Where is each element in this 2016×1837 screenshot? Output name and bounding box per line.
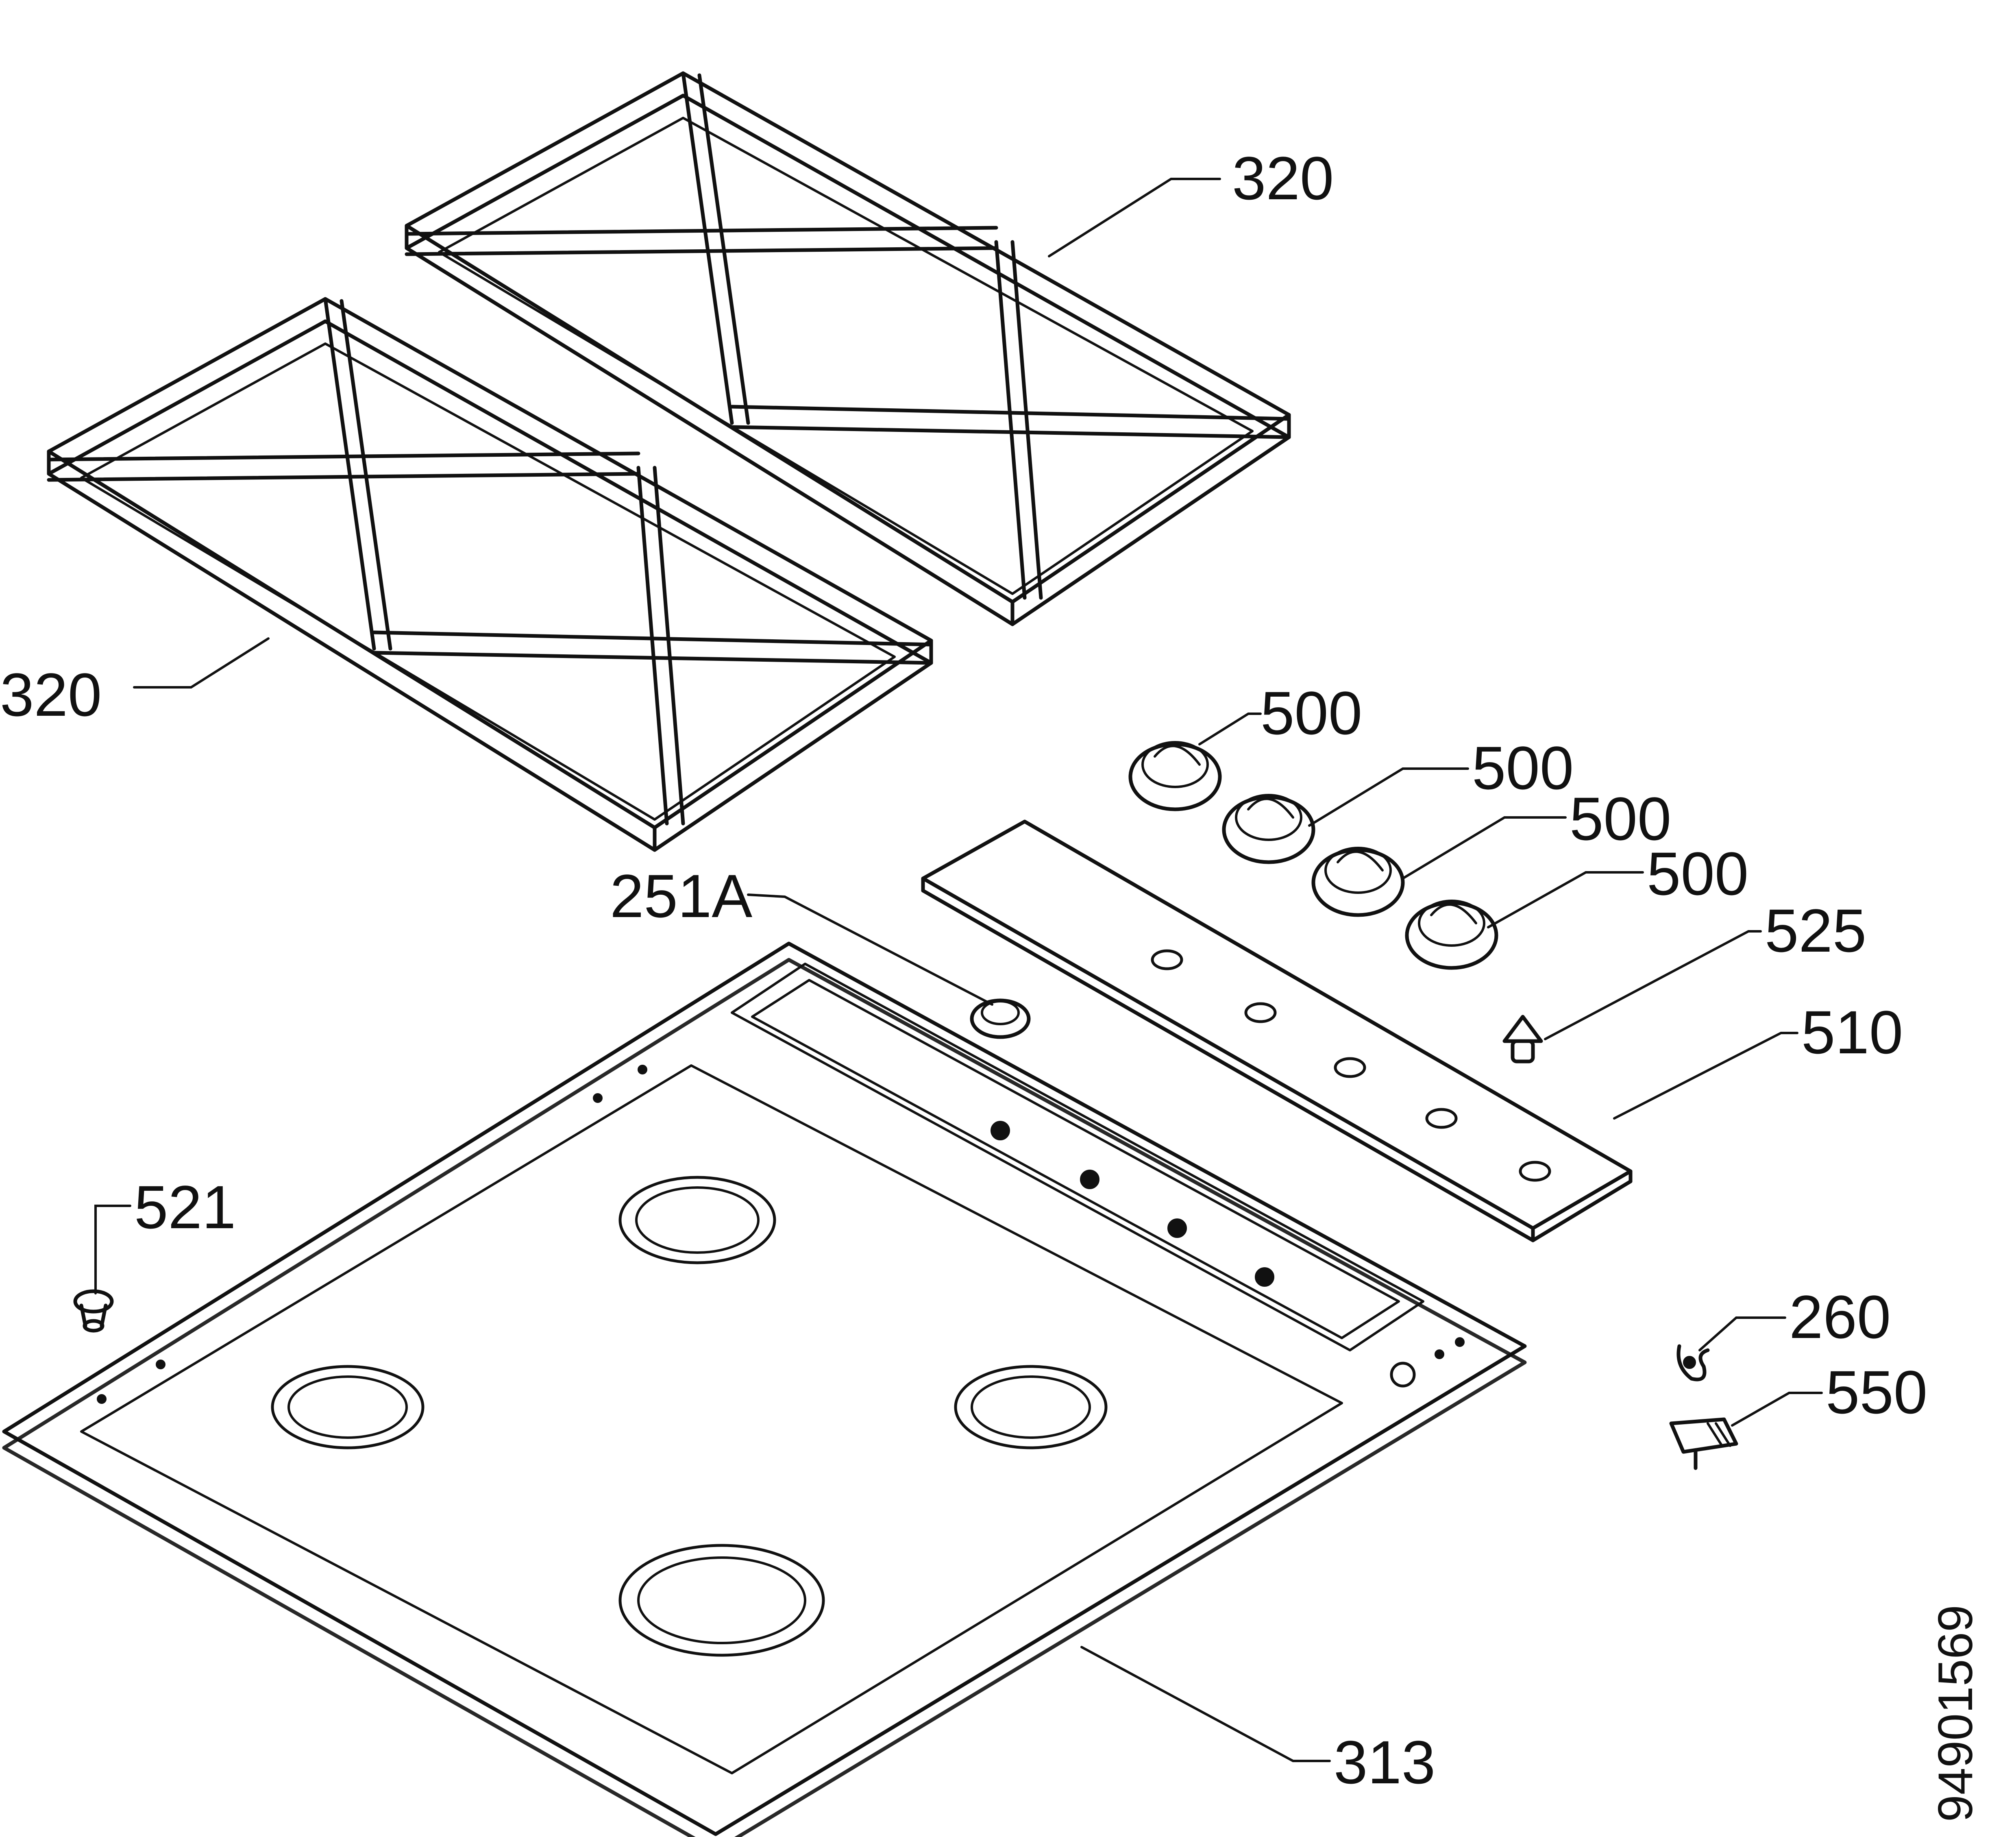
label-550: 550 — [1826, 1358, 1927, 1426]
pan-support-grid-right — [405, 71, 1291, 626]
foot-521 — [73, 1289, 114, 1333]
clip-260 — [1676, 1344, 1710, 1382]
label-525: 525 — [1765, 896, 1866, 965]
control-knob-1 — [1128, 741, 1222, 811]
label-510: 510 — [1801, 998, 1903, 1066]
control-knob-2 — [1222, 794, 1315, 864]
label-500-2: 500 — [1472, 734, 1574, 802]
burner-opening-back — [618, 1176, 776, 1264]
label-260: 260 — [1789, 1283, 1891, 1351]
label-320-right: 320 — [1232, 144, 1334, 212]
label-500-1: 500 — [1261, 679, 1362, 747]
label-251a: 251A — [610, 862, 752, 930]
pan-support-grid-left — [47, 297, 933, 852]
hob-top — [2, 941, 1527, 1837]
burner-opening-right — [954, 1365, 1108, 1449]
control-knob-3 — [1311, 847, 1405, 917]
label-320-left: 320 — [0, 660, 102, 729]
leader-lines — [94, 178, 1823, 1762]
burner-opening-left — [271, 1365, 425, 1449]
connector-550 — [1669, 1417, 1738, 1470]
label-500-4: 500 — [1647, 839, 1748, 908]
control-panel-strip — [921, 819, 1633, 1242]
plug-251a — [970, 998, 1031, 1039]
label-313: 313 — [1334, 1728, 1435, 1796]
label-500-3: 500 — [1570, 784, 1671, 853]
control-knob-4 — [1405, 900, 1498, 970]
burner-opening-front — [618, 1544, 825, 1657]
drawing-code: 94901569 — [1928, 1605, 1983, 1822]
label-521: 521 — [134, 1173, 236, 1241]
ignition-button — [1502, 1015, 1543, 1063]
